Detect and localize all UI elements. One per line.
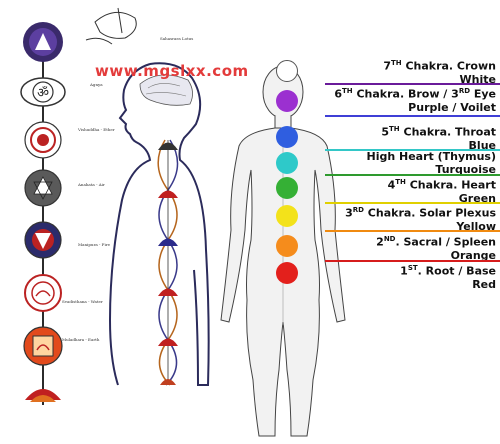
chakra-label-3: Svadisthana - Water	[62, 299, 103, 304]
brain-pattern	[139, 74, 193, 106]
chakra-dot-root	[276, 262, 298, 284]
chakra-dot-high-heart	[276, 152, 298, 174]
heart-chakra-symbol	[24, 169, 62, 207]
chakra-label-brow-color: Purple / Voilet	[408, 100, 496, 114]
chakra-label-heart-color: Green	[458, 191, 496, 205]
profile-silhouette	[108, 62, 210, 386]
third-eye-chakra-symbol: ॐ	[20, 77, 66, 107]
chakra-dot-throat	[276, 126, 298, 148]
crown-sketch	[85, 7, 137, 45]
chakra-label-throat-name: 5TH Chakra. Throat	[381, 125, 496, 139]
chakra-label-high-heart: High Heart (Thymus) Turquoise	[306, 150, 496, 176]
chakra-label-4: Muladhara - Earth	[62, 337, 100, 342]
ida-channel	[157, 139, 178, 386]
rule-3	[325, 174, 500, 176]
chakra-label-0: Vishuddha - Ether	[77, 127, 115, 132]
chakra-label-solar-plexus: 3RD Chakra. Solar Plexus Yellow	[306, 204, 496, 233]
chakra-label-crown-color: White	[459, 72, 496, 86]
rule-0	[325, 83, 500, 85]
chakra-label-high-heart-color: Turquoise	[435, 163, 496, 176]
head-label-0: Sahasrara Lotus	[160, 36, 193, 41]
spine-lotuses	[158, 142, 178, 385]
chakra-label-solar-plexus-name: 3RD Chakra. Solar Plexus	[345, 206, 496, 220]
chakra-label-1: Anahata - Air	[77, 182, 105, 187]
chakra-label-sacral-color: Orange	[450, 248, 496, 262]
chakra-label-2: Manipura - Fire	[78, 242, 111, 247]
chakra-dot-crown	[276, 60, 298, 82]
root-chakra-symbol	[23, 326, 63, 366]
rule-5	[325, 230, 500, 232]
chakra-dot-sacral	[276, 235, 298, 257]
chakra-dot-heart	[276, 177, 298, 199]
watermark-text: www.mgslxx.com	[95, 62, 249, 80]
chakra-label-brow-name: 6TH Chakra. Brow / 3RD Eye	[334, 87, 496, 101]
chakra-label-throat-color: Blue	[468, 138, 496, 152]
chakra-label-solar-plexus-color: Yellow	[456, 219, 496, 233]
rule-4	[325, 202, 500, 204]
chakra-label-root: 1ST. Root / Base Red	[306, 262, 496, 291]
rule-1	[325, 115, 500, 117]
chakra-label-crown-name: 7TH Chakra. Crown	[383, 59, 496, 73]
chakra-label-root-name: 1ST. Root / Base	[400, 264, 496, 278]
chakra-label-sacral: 2ND. Sacral / Spleen Orange	[306, 233, 496, 262]
traditional-chakra-svg: ॐ	[20, 7, 210, 405]
chakra-label-high-heart-name: High Heart (Thymus)	[366, 150, 496, 163]
throat-chakra-symbol	[24, 121, 62, 159]
crown-chakra-symbol	[23, 22, 63, 62]
chakra-label-sacral-name: 2ND. Sacral / Spleen	[376, 235, 496, 249]
traditional-chakra-illustration: ॐ	[0, 0, 248, 444]
chakra-label-throat: 5TH Chakra. Throat Blue	[306, 123, 496, 152]
solar-plexus-chakra-symbol	[24, 221, 62, 259]
rule-6	[325, 260, 500, 262]
chakra-label-root-color: Red	[472, 277, 496, 291]
chakra-label-crown: 7TH Chakra. Crown White	[306, 57, 496, 86]
rule-2	[325, 149, 500, 151]
chakra-dot-brow	[276, 90, 298, 112]
chakra-label-heart-name: 4TH Chakra. Heart	[387, 178, 496, 192]
svg-text:ॐ: ॐ	[37, 86, 49, 101]
chakra-dot-solar-plexus	[276, 205, 298, 227]
chakra-label-heart: 4TH Chakra. Heart Green	[306, 176, 496, 205]
modern-chakra-chart: 7TH Chakra. Crown White 6TH Chakra. Brow…	[215, 40, 500, 444]
chakra-label-brow: 6TH Chakra. Brow / 3RD Eye Purple / Voil…	[306, 85, 496, 114]
base-lotus	[25, 389, 61, 402]
sacral-chakra-symbol	[24, 274, 62, 312]
head-label-1: Agnya	[89, 82, 103, 87]
